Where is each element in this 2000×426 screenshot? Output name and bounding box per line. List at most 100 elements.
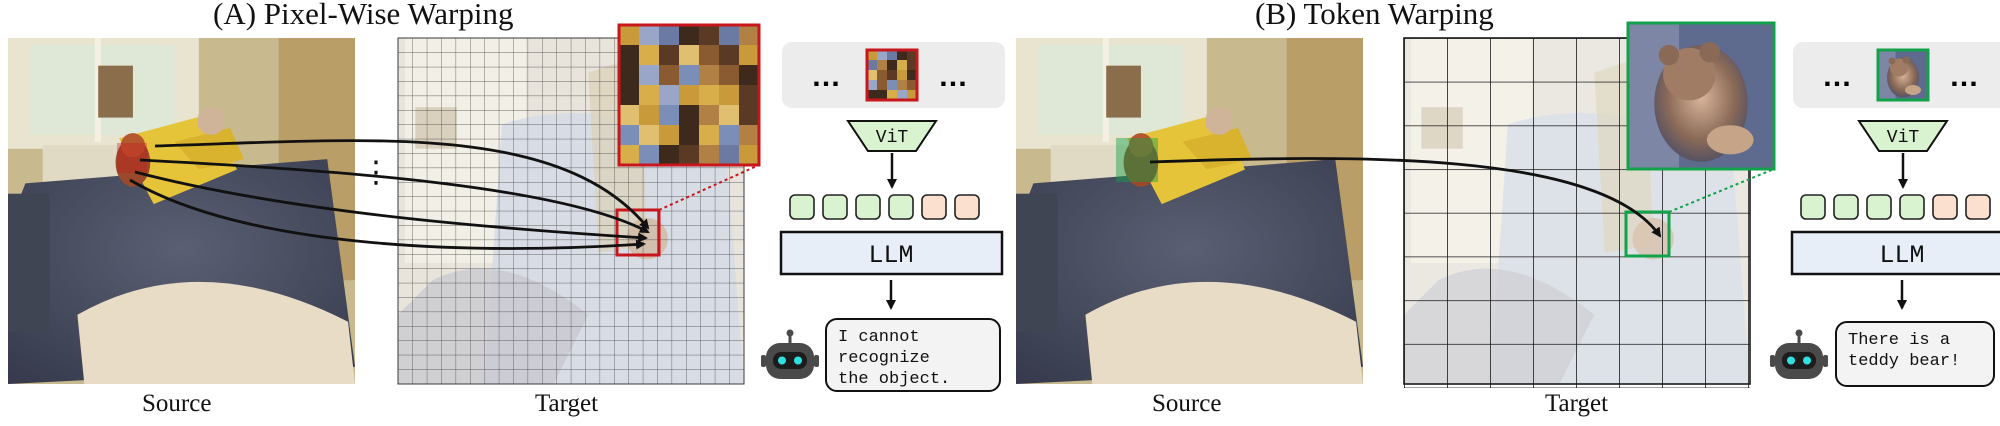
panel-a-title: (A) Pixel-Wise Warping bbox=[213, 0, 514, 31]
panel-b-target-highlight bbox=[1624, 210, 1671, 258]
panel-a-zoom-mosaic-cell bbox=[699, 65, 720, 86]
panel-a-source-blanket bbox=[77, 281, 356, 384]
panel-a-input-thumbnail-cell bbox=[907, 60, 918, 71]
panel-a-warp-arrow-icon bbox=[129, 178, 646, 250]
panel-a-zoom-mosaic-cell bbox=[619, 85, 640, 106]
panel-b-token bbox=[1932, 194, 1958, 220]
panel-a-zoom-mosaic-cell bbox=[699, 45, 720, 66]
panel-a-zoom-mosaic-cell bbox=[619, 45, 640, 66]
panel-b-token bbox=[1833, 194, 1859, 220]
panel-b-robot-icon-eye-left bbox=[1787, 356, 1795, 365]
panel-b-response-line: teddy bear! bbox=[1848, 352, 1960, 371]
panel-a-input-thumbnail-cell bbox=[897, 70, 908, 81]
panel-a-robot-icon-ear-left bbox=[761, 355, 766, 367]
panel-a-source-patch bbox=[117, 143, 147, 173]
panel-a-input-thumbnail-cell bbox=[907, 80, 918, 91]
panel-a-response-line: recognize bbox=[838, 349, 930, 368]
panel-a-zoom-mosaic-cell bbox=[619, 145, 640, 166]
panel-a-source-window-frame bbox=[94, 38, 101, 142]
panel-a-robot-icon-antenna-tip bbox=[786, 329, 794, 337]
panel-a-warp-arrow-icon bbox=[139, 158, 650, 234]
panel-a-source-small-toy bbox=[197, 107, 225, 135]
panel-a-zoom-mosaic-cell bbox=[719, 105, 740, 126]
panel-b-robot-icon-eye-right bbox=[1803, 356, 1811, 365]
panel-a-zoom-mosaic-cell bbox=[639, 105, 660, 126]
panel-a-input-thumbnail-cell bbox=[877, 70, 888, 81]
panel-a-zoom-mosaic-cell bbox=[719, 145, 740, 166]
panel-b-zoom-bear-bear-ear-2 bbox=[1699, 41, 1720, 63]
panel-a-vit-encoder bbox=[846, 120, 938, 152]
panel-a-response-bubble bbox=[825, 318, 1001, 392]
panel-b-token bbox=[1866, 194, 1892, 220]
panel-b-input-thumbnail-border bbox=[1876, 48, 1930, 102]
panel-a-input-thumbnail-cell bbox=[867, 70, 878, 81]
panel-b-warp-arrow-icon bbox=[1149, 157, 1662, 238]
panel-a-input-thumbnail-cell bbox=[897, 60, 908, 71]
panel-a-zoom-mosaic-cell bbox=[639, 45, 660, 66]
panel-a-zoom-mosaic-cell bbox=[719, 125, 740, 146]
panel-a-token bbox=[888, 194, 914, 220]
panel-a-warp-arrow-icon bbox=[134, 170, 648, 243]
panel-a-input-thumbnail-cell bbox=[877, 50, 888, 61]
panel-a-zoom-mosaic-cell bbox=[739, 25, 760, 46]
panel-a-zoom-mosaic-cell bbox=[739, 45, 760, 66]
panel-a-robot-icon-visor bbox=[773, 352, 807, 369]
panel-b-source-window-frame bbox=[1102, 38, 1109, 142]
panel-a-zoom-mosaic-cell bbox=[699, 85, 720, 106]
panel-a-robot-icon-ear-right bbox=[814, 355, 819, 367]
panel-a-zoom-mosaic-cell bbox=[619, 105, 640, 126]
panel-b-input-thumbnail-bear-ear bbox=[1888, 57, 1896, 65]
panel-b-token bbox=[1800, 194, 1826, 220]
panel-a-input-thumbnail-cell bbox=[867, 60, 878, 71]
panel-b-response-line: There is a bbox=[1848, 331, 1950, 350]
panel-a-robot-icon bbox=[761, 329, 819, 379]
panel-b-input-thumbnail-bear-ear-2 bbox=[1902, 56, 1910, 64]
panel-a-target-caption: Target bbox=[535, 390, 599, 417]
panel-a-zoom-mosaic-cell bbox=[659, 105, 680, 126]
panel-a-robot-icon-eye-right bbox=[794, 356, 802, 365]
panel-b-robot-icon-ear-left bbox=[1770, 355, 1775, 367]
panel-b-input-thumbnail-bear-paw bbox=[1905, 85, 1921, 95]
panel-b-source-patch bbox=[1116, 138, 1158, 182]
panel-a-input-thumbnail-cell bbox=[887, 60, 898, 71]
panel-a-zoom-mosaic-cell bbox=[719, 85, 740, 106]
panel-a-token bbox=[855, 194, 881, 220]
panel-a-zoom-mosaic-cell bbox=[639, 145, 660, 166]
panel-a-zoom-mosaic bbox=[619, 25, 760, 166]
panel-b-response-bubble bbox=[1835, 321, 1995, 387]
panel-b-robot-icon-visor bbox=[1782, 352, 1816, 369]
panel-a-input-thumbnail-cell bbox=[907, 50, 918, 61]
panel-a-zoom-mosaic-cell bbox=[739, 65, 760, 86]
panel-a-zoom-mosaic-cell bbox=[679, 105, 700, 126]
panel-a-input-thumbnail-cell bbox=[897, 50, 908, 61]
panel-a-input-thumbnail-cell bbox=[887, 50, 898, 61]
panel-b-vit-label: ViT bbox=[1887, 128, 1920, 148]
panel-b-zoom-border bbox=[1626, 21, 1776, 171]
panel-a-llm-box bbox=[779, 230, 1004, 276]
panel-b-robot-icon-ear-right bbox=[1823, 355, 1828, 367]
panel-a-zoom-mosaic-cell bbox=[659, 145, 680, 166]
panel-a-token bbox=[954, 194, 980, 220]
panel-b-robot-icon-antenna-tip bbox=[1795, 329, 1803, 337]
panel-a-input-thumbnail bbox=[867, 50, 918, 101]
panel-a-input-thumbnail-cell bbox=[907, 70, 918, 81]
panel-b-title: (B) Token Warping bbox=[1255, 0, 1494, 31]
panel-a-source-picture-frame bbox=[98, 65, 133, 118]
panel-a-response-line: I cannot bbox=[838, 328, 920, 347]
panel-a-zoom-mosaic-cell bbox=[739, 105, 760, 126]
panel-b-source-small-toy bbox=[1205, 107, 1233, 135]
panel-a-zoom-border bbox=[617, 23, 761, 167]
panel-a-input-thumbnail-cell bbox=[877, 80, 888, 91]
panel-a-zoom-connector bbox=[658, 164, 760, 211]
panel-b-token bbox=[1965, 194, 1991, 220]
panel-a-target-highlight bbox=[615, 208, 661, 257]
panel-a-zoom-mosaic-cell bbox=[679, 25, 700, 46]
panel-a-zoom-mosaic-cell bbox=[619, 25, 640, 46]
panel-b-zoom-connector bbox=[1668, 168, 1775, 213]
panel-a-zoom-mosaic-cell bbox=[719, 65, 740, 86]
panel-b-target-caption: Target bbox=[1545, 390, 1609, 417]
panel-a-zoom-mosaic-cell bbox=[679, 125, 700, 146]
panel-b-zoom-bear bbox=[1628, 23, 1774, 169]
panel-a-zoom-mosaic-cell bbox=[619, 125, 640, 146]
